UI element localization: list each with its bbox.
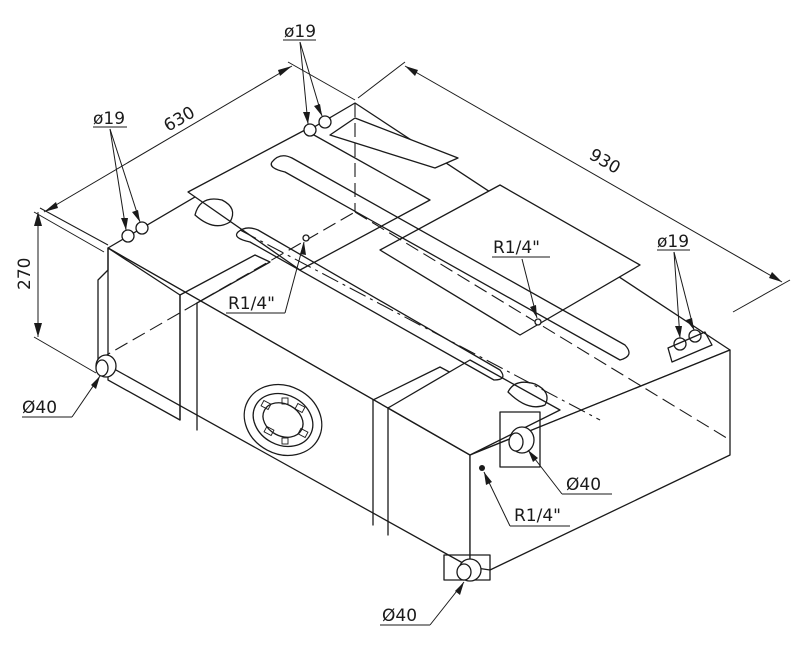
callout-thread-top-center-text: R1/4"	[493, 238, 540, 258]
thread-hole-top-left	[302, 234, 310, 242]
center-line	[239, 229, 601, 421]
ports	[95, 115, 713, 582]
callout-40-left-text: Ø40	[22, 398, 57, 418]
hidden-edge-back	[354, 211, 731, 441]
top-plateau-left	[187, 129, 431, 271]
cutout-left	[194, 198, 234, 227]
port-19-right	[667, 329, 713, 363]
port-19-top	[303, 115, 332, 137]
band-rim-left	[179, 254, 271, 304]
top-slot	[235, 155, 630, 381]
callout-thread-top-left-text: R1/4"	[228, 294, 275, 314]
tank-right-face	[469, 349, 731, 571]
dimension-270: 270	[15, 211, 105, 374]
port-19-left	[121, 221, 149, 243]
dim-930-label: 930	[586, 145, 624, 179]
dim-630-label: 630	[161, 103, 199, 137]
top-plateau-far	[329, 117, 459, 169]
callout-port-19-right: ø19	[657, 232, 695, 339]
dim-270-label: 270	[15, 258, 35, 290]
cover-bolts	[260, 397, 309, 445]
top-plateau-right	[379, 184, 641, 336]
callout-port-40-front: Ø40	[527, 449, 612, 495]
callout-thread-top-left: R1/4"	[226, 241, 306, 314]
port-40-left	[95, 354, 117, 378]
callout-40-front-text: Ø40	[566, 475, 601, 495]
thread-hole-top-center	[534, 318, 542, 326]
callout-19-left-text: ø19	[93, 109, 125, 129]
callout-port-40-bottom: Ø40	[380, 581, 465, 626]
thread-hole-front	[479, 465, 485, 471]
callout-19-right-text: ø19	[657, 232, 689, 252]
port-40-front	[499, 411, 541, 468]
tank-body	[97, 102, 731, 571]
inspection-cover	[243, 383, 323, 457]
callout-40-bottom-text: Ø40	[382, 606, 417, 626]
callout-port-40-left: Ø40	[22, 375, 101, 418]
callout-port-19-left: ø19	[93, 109, 141, 231]
callout-19-top-text: ø19	[284, 22, 316, 42]
callout-port-19-top: ø19	[283, 22, 323, 125]
callout-thread-top-center: R1/4"	[492, 238, 550, 319]
cutouts	[194, 198, 548, 408]
callout-thread-front-text: R1/4"	[514, 506, 561, 526]
port-40-bottom	[443, 554, 491, 582]
callout-thread-front: R1/4"	[483, 471, 570, 527]
hidden-edge-left	[97, 211, 356, 361]
cutout-front	[507, 381, 548, 408]
